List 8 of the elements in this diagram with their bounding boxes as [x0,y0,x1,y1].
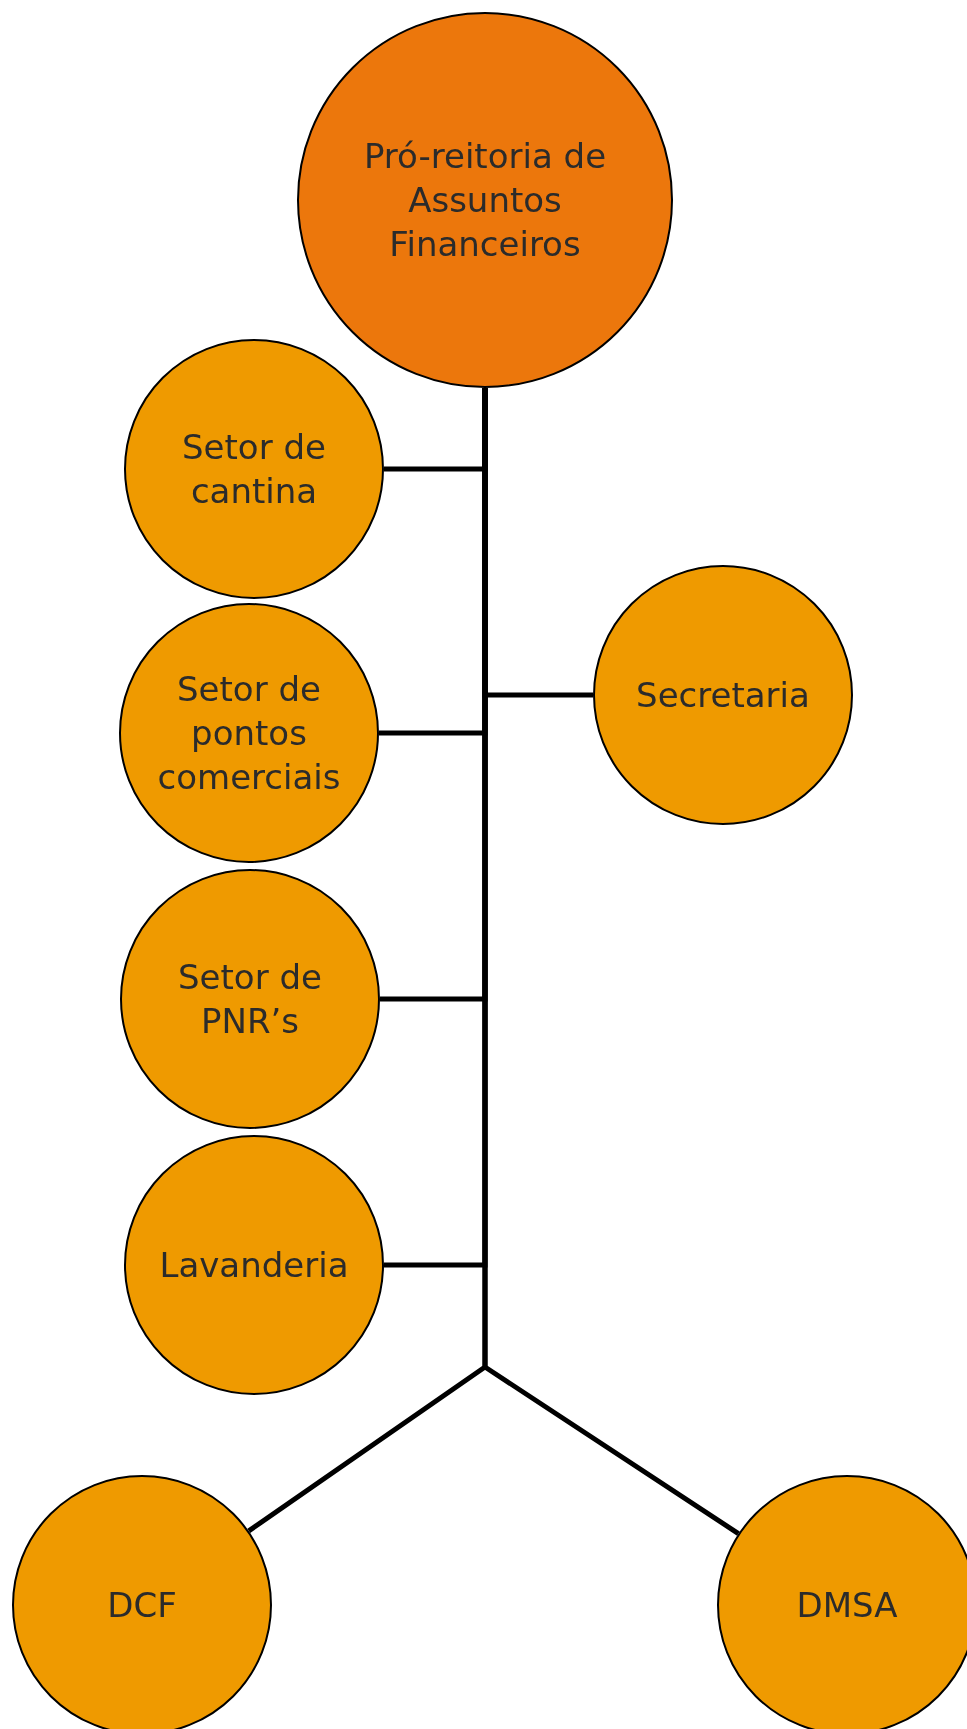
node-label: Pró-reitoria de Assuntos Financeiros [362,134,608,267]
node-label: DMSA [796,1583,898,1627]
node-label: Secretaria [636,673,810,717]
node-label: DCF [107,1583,177,1627]
node-label: Lavanderia [159,1243,349,1287]
node-label: Setor de pontos comerciais [156,667,342,800]
node-label: Setor de cantina [181,425,327,513]
node-label: Setor de PNR’s [177,955,323,1043]
